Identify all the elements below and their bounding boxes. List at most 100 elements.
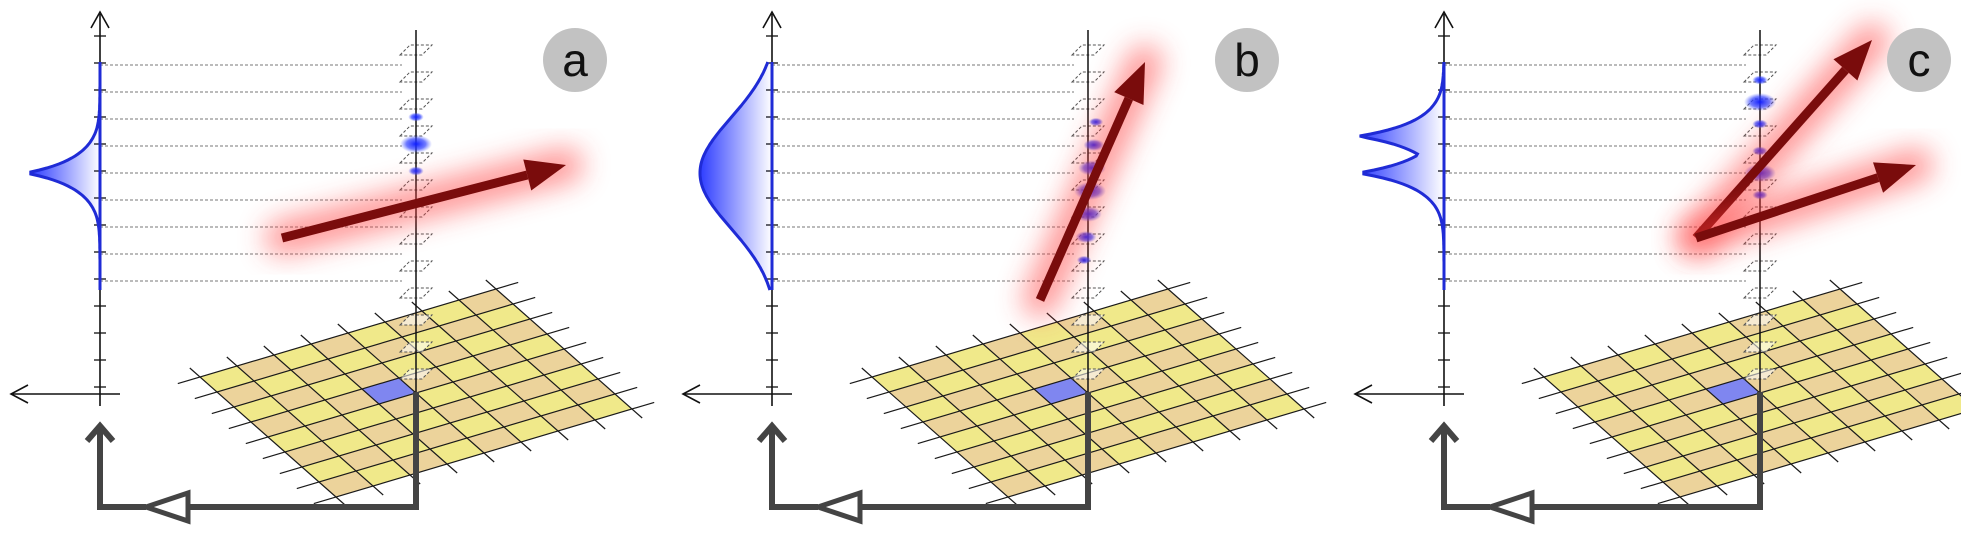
grid-line xyxy=(1718,312,1876,452)
grid-cell xyxy=(1162,360,1216,386)
feedback-line xyxy=(188,392,419,510)
distribution-curve xyxy=(1359,62,1446,290)
distribution-curve xyxy=(698,61,774,291)
grid-cell-highlight xyxy=(362,378,416,404)
grid-cell xyxy=(1196,390,1250,416)
grid-line xyxy=(374,312,532,452)
grid-line xyxy=(313,401,655,505)
grid-cell xyxy=(1848,416,1902,442)
grid-cell xyxy=(308,374,362,400)
blob xyxy=(408,166,424,176)
grid-cell xyxy=(217,381,271,407)
grid-cell xyxy=(399,367,453,393)
grid-cell xyxy=(1014,404,1068,430)
grid-cell xyxy=(1165,319,1219,345)
grid-cell xyxy=(1544,366,1598,392)
grid-cell xyxy=(1888,364,1942,390)
grid-cell xyxy=(305,415,359,441)
grid-cell xyxy=(960,400,1014,426)
panel-label: a xyxy=(562,34,588,86)
grid-cell xyxy=(419,341,473,367)
grid-cell xyxy=(473,345,527,371)
grid-cell xyxy=(476,304,530,330)
grid-cell xyxy=(1774,438,1828,464)
grid-cell xyxy=(1817,345,1871,371)
grid-cell xyxy=(926,370,980,396)
grid-cell xyxy=(490,360,544,386)
grid-cell xyxy=(1820,304,1874,330)
grid-cell xyxy=(1669,389,1723,415)
feedback-arrow xyxy=(84,392,419,525)
grid-cell xyxy=(325,389,379,415)
horizontal-axis-arrowhead xyxy=(681,384,701,404)
grid-line xyxy=(1829,279,1961,397)
tilted-grid xyxy=(177,279,655,507)
grid-cell xyxy=(1757,423,1811,449)
grid-cell xyxy=(510,334,564,360)
grid-cell xyxy=(1011,445,1065,471)
grid-cell xyxy=(1837,319,1891,345)
grid-cell xyxy=(1814,386,1868,412)
grid-cell xyxy=(1655,333,1709,359)
grid-cell xyxy=(459,289,513,315)
grid-cell xyxy=(453,371,507,397)
arrow-head xyxy=(1833,40,1872,81)
distribution-line xyxy=(698,61,772,291)
feedback-arrow xyxy=(756,392,1091,525)
grid-cell xyxy=(433,397,487,423)
grid-cell xyxy=(1102,438,1156,464)
grid-cell xyxy=(1051,393,1105,419)
grid-cell xyxy=(1176,416,1230,442)
grid-cell xyxy=(1652,374,1706,400)
grid-cell xyxy=(544,364,598,390)
grid-cell xyxy=(1686,404,1740,430)
grid-cell xyxy=(994,430,1048,456)
grid-cell xyxy=(285,441,339,467)
grid-cell xyxy=(997,389,1051,415)
grid-cell xyxy=(983,333,1037,359)
grid-line xyxy=(296,386,638,490)
grid-cell xyxy=(1105,397,1159,423)
grid-cell xyxy=(1199,349,1253,375)
grid-cell xyxy=(1794,412,1848,438)
grid-cell xyxy=(1233,379,1287,405)
red-arrow xyxy=(1023,45,1162,317)
feedback-arrowhead xyxy=(1428,421,1460,443)
grid-cell xyxy=(365,337,419,363)
arrow-head xyxy=(523,159,566,191)
tilted-grid xyxy=(849,279,1327,507)
grid-cell xyxy=(1871,349,1925,375)
grid-cell xyxy=(974,456,1028,482)
grid-line xyxy=(485,279,643,419)
grid-line xyxy=(448,290,606,430)
grid-cell xyxy=(1125,371,1179,397)
horizontal-axis-arrowhead xyxy=(1353,384,1373,404)
grid-cell xyxy=(1595,411,1649,437)
grid-cell xyxy=(1854,334,1908,360)
grid-cell xyxy=(1071,367,1125,393)
grid-cell xyxy=(1108,356,1162,382)
grid-cell xyxy=(348,322,402,348)
feedback-line xyxy=(860,392,1091,510)
grid-cell xyxy=(1800,330,1854,356)
grid-cell xyxy=(1689,363,1743,389)
grid-cell xyxy=(456,330,510,356)
grid-cell xyxy=(1088,382,1142,408)
grid-cell xyxy=(1091,341,1145,367)
horizontal-axis-arrowhead xyxy=(9,384,29,404)
grid-cell xyxy=(234,396,288,422)
grid-cell xyxy=(359,419,413,445)
grid-cell xyxy=(889,381,943,407)
grid-cell xyxy=(345,363,399,389)
grid-cell xyxy=(436,356,490,382)
label-badge-a: a xyxy=(543,28,607,92)
grid-cell xyxy=(507,375,561,401)
grid-cell xyxy=(1672,348,1726,374)
feedback-triangle xyxy=(138,489,191,525)
grid-cell xyxy=(1783,315,1837,341)
distribution-fill xyxy=(1359,62,1444,290)
grid-cell xyxy=(906,396,960,422)
grid-cell xyxy=(1666,430,1720,456)
grid-line xyxy=(1640,392,1961,490)
